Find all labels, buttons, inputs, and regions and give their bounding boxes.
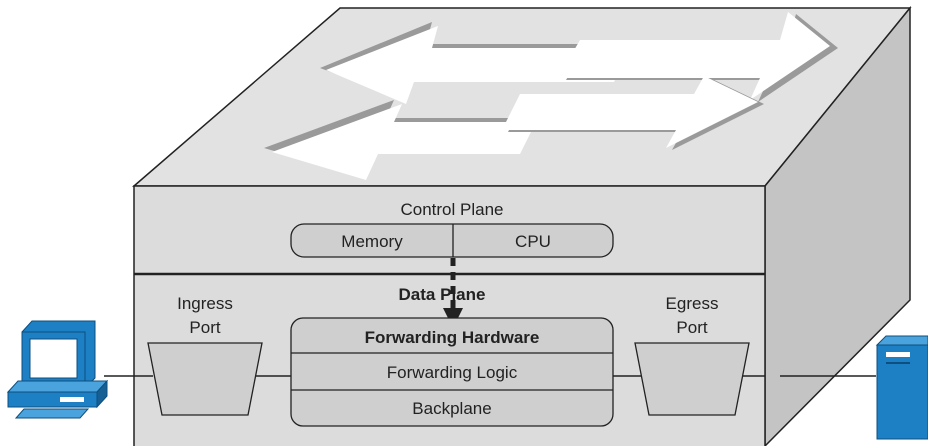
- arrow-right-lower: [502, 76, 758, 148]
- forwarding-stack-box: [290, 317, 614, 427]
- memory-label: Memory: [341, 232, 403, 251]
- arrow-left-lower: [272, 104, 536, 180]
- data-plane-title: Data Plane: [399, 285, 486, 304]
- switch-arrows-icon: [264, 12, 838, 180]
- forwarding-stack: Forwarding Hardware Forwarding Logic Bac…: [290, 317, 614, 427]
- forwarding-logic-label: Forwarding Logic: [387, 363, 518, 382]
- ingress-port-label-line1: Ingress: [177, 294, 233, 313]
- ingress-port-shape: [147, 342, 263, 416]
- control-plane: Control Plane Memory CPU: [290, 200, 614, 258]
- ingress-port: Ingress Port: [147, 294, 263, 416]
- egress-port-label-line1: Egress: [666, 294, 719, 313]
- control-plane-box: [290, 223, 614, 258]
- egress-port-label-line2: Port: [676, 318, 707, 337]
- arrow-right-upper: [558, 12, 830, 100]
- desktop-computer-icon: [6, 320, 109, 419]
- egress-port: Egress Port: [634, 294, 750, 416]
- server-tower-icon: [875, 335, 928, 440]
- control-plane-title: Control Plane: [400, 200, 503, 219]
- cpu-label: CPU: [515, 232, 551, 251]
- ingress-port-label-line2: Port: [189, 318, 220, 337]
- arrow-left-upper: [326, 26, 631, 104]
- backplane-label: Backplane: [412, 399, 491, 418]
- egress-port-shape: [634, 342, 750, 416]
- forwarding-hardware-label: Forwarding Hardware: [365, 328, 540, 347]
